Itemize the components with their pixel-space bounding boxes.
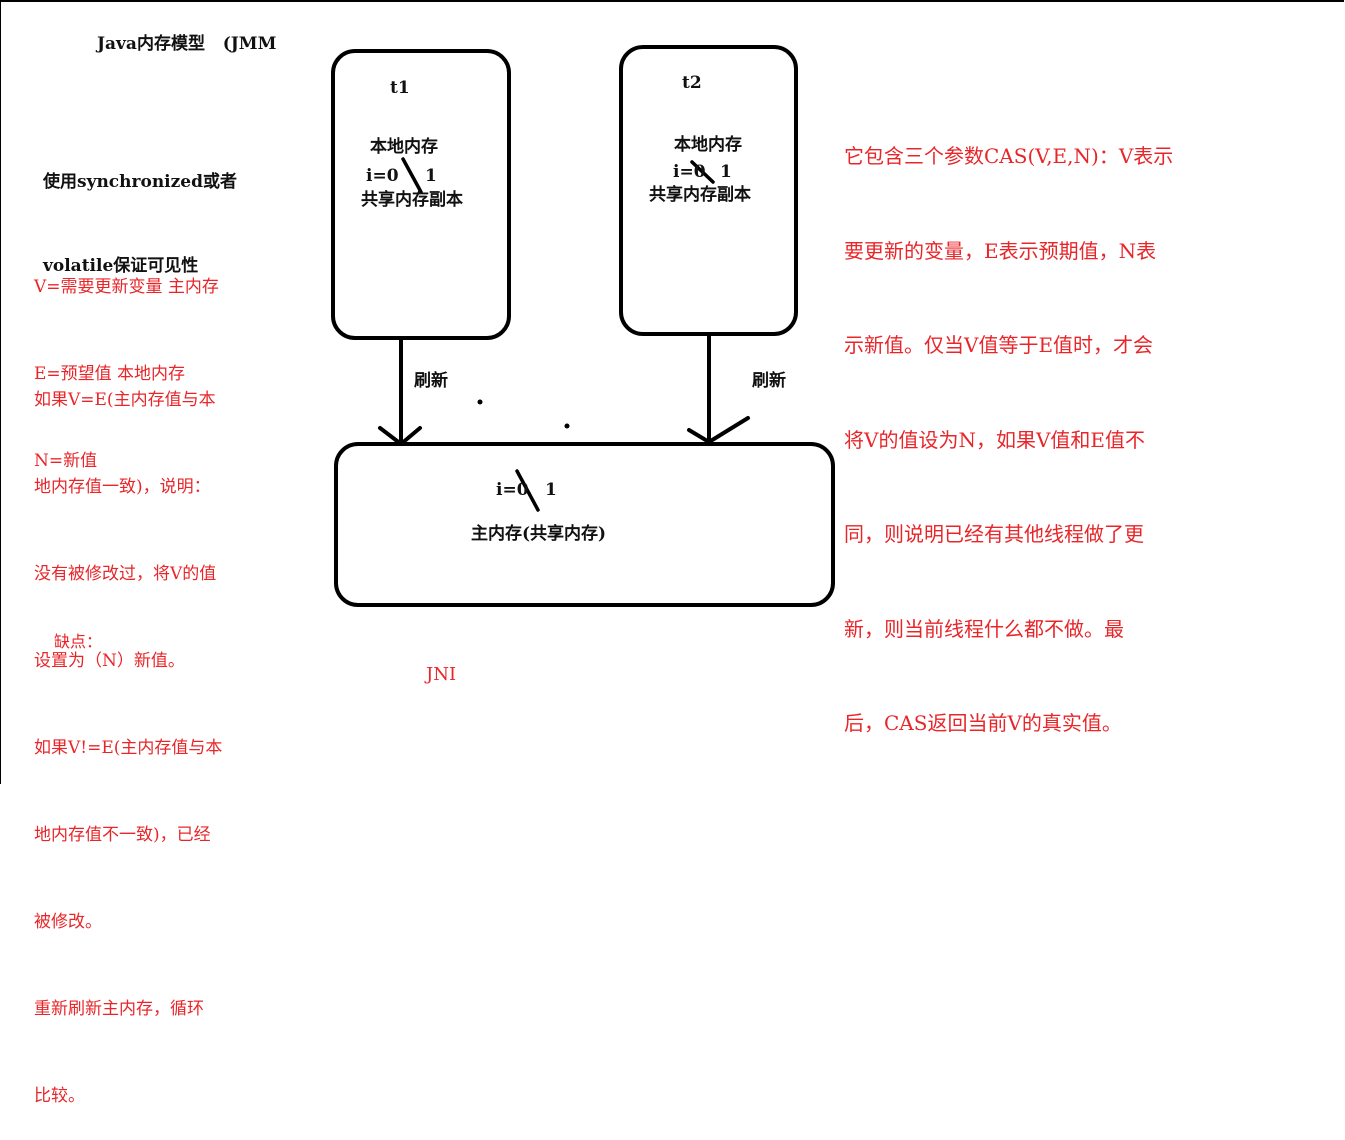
cas-description-line: 同，则说明已经有其他线程做了更 — [844, 522, 1144, 546]
thread2-box — [619, 45, 798, 336]
cas-description-line: 要更新的变量，E表示预期值，N表 — [844, 238, 1157, 263]
sync-note-line: volatile保证可见性 — [43, 256, 199, 276]
cas-description: 它包含三个参数CAS(V,E,N)：V表示 要更新的变量，E表示预期值，N表 示… — [844, 78, 1244, 771]
thread2-shared-copy: 共享内存副本 — [649, 184, 751, 205]
thread2-new-value: 1 — [720, 162, 732, 182]
cas-rule-line: 被修改。 — [34, 912, 102, 932]
cas-rule-line: 地内存值不一致)，已经 — [34, 825, 211, 845]
thread1-new-value: 1 — [425, 166, 437, 186]
cas-description-line: 后，CAS返回当前V的真实值。 — [844, 711, 1122, 735]
strike-mark-t1 — [401, 157, 423, 194]
refresh-label-2: 刷新 — [752, 370, 786, 391]
cas-rule-line: 重新刷新主内存，循环 — [34, 999, 204, 1019]
strike-mark-t2 — [690, 160, 715, 184]
refresh-arrow-1-head — [378, 426, 422, 446]
refresh-label-1: 刷新 — [414, 370, 448, 391]
cas-rule-line: 设置为（N）新值。 — [34, 651, 185, 671]
thread2-value: i=0 — [673, 162, 706, 182]
sync-note: 使用synchronized或者 volatile保证可见性 — [43, 112, 237, 308]
main-memory-label: 主内存(共享内存) — [471, 523, 606, 544]
page-title: Java内存模型 (JMM — [97, 34, 277, 54]
jni-label: JNI — [426, 664, 457, 685]
jmm-diagram: t1 本地内存 i=0 1 共享内存副本 t2 本地内存 i=0 1 共享内存副… — [331, 45, 835, 607]
main-memory-new-value: 1 — [545, 480, 557, 500]
cas-description-line: 它包含三个参数CAS(V,E,N)：V表示 — [844, 144, 1174, 168]
cas-variable-v: V=需要更新变量 主内存 — [34, 277, 219, 297]
cas-rule-line: 没有被修改过，将V的值 — [34, 564, 217, 584]
main-memory-box — [334, 442, 835, 607]
cas-rule-line: 地内存值一致)，说明： — [34, 477, 211, 497]
cas-rule-line: 如果V=E(主内存值与本 — [34, 390, 216, 410]
cas-variable-e: E=预望值 本地内存 — [34, 364, 186, 384]
sync-note-line: 使用synchronized或者 — [43, 172, 237, 192]
cas-description-line: 示新值。仅当V值等于E值时，才会 — [844, 333, 1154, 357]
thread1-name: t1 — [390, 78, 410, 98]
thread1-shared-copy: 共享内存副本 — [361, 189, 463, 210]
canvas-frame — [0, 0, 1344, 784]
thread2-name: t2 — [682, 73, 702, 93]
thread1-box — [331, 49, 511, 340]
thread1-value: i=0 — [366, 166, 399, 186]
cas-description-line: 新，则当前线程什么都不做。最 — [844, 616, 1124, 641]
drawback-label: 缺点： — [54, 632, 103, 651]
strike-mark-main — [515, 469, 540, 512]
dot-mark — [477, 399, 483, 405]
cas-variables: V=需要更新变量 主内存 E=预望值 本地内存 N=新值 — [34, 215, 219, 505]
cas-variable-n: N=新值 — [34, 451, 98, 471]
refresh-arrow-2-head — [687, 416, 750, 444]
thread2-local-memory: 本地内存 — [674, 134, 742, 155]
main-memory-value: i=0 — [496, 480, 529, 500]
cas-description-line: 将V的值设为N，如果V值和E值不 — [844, 427, 1145, 452]
cas-rule-line: 比较。 — [34, 1086, 85, 1106]
cas-rule-line: 如果V!=E(主内存值与本 — [34, 738, 223, 758]
dot-mark — [564, 423, 570, 429]
thread1-local-memory: 本地内存 — [370, 136, 438, 157]
